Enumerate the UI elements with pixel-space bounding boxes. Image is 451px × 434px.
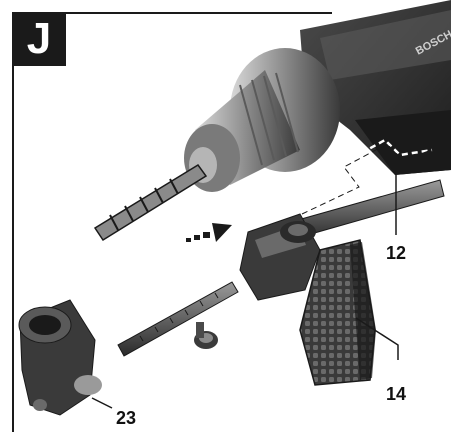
arrow-left-dashed-icon: [408, 150, 448, 168]
leader-lines: [91, 165, 399, 409]
frame-left-border: [12, 12, 14, 432]
depth-gauge-foot: [18, 299, 102, 416]
clamp-block: [239, 213, 321, 301]
callout-label-12: 12: [386, 243, 407, 263]
figure-letter-badge: J: [12, 12, 66, 66]
guide-dashed-path: [299, 138, 433, 212]
drill-chuck: [184, 48, 340, 192]
callout-label-23: 23: [116, 408, 137, 428]
arrow-right-dashed-icon: [186, 223, 232, 242]
guide-dashed-outline: [301, 143, 433, 215]
callout-label-14: 14: [386, 384, 407, 404]
drill-bit: [93, 163, 208, 242]
frame-top-border: [12, 12, 332, 14]
depth-gauge: [117, 281, 239, 357]
handle-grip: [299, 239, 376, 386]
